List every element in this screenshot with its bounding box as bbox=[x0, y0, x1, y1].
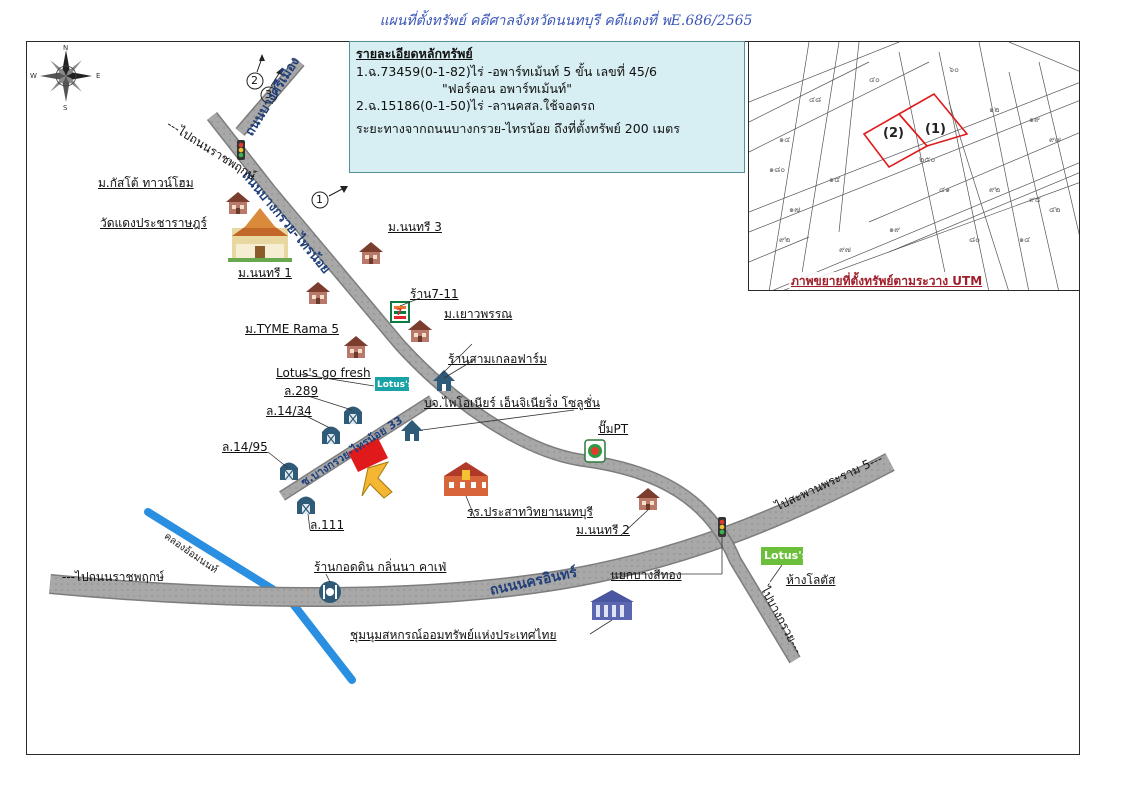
coop-building-icon bbox=[590, 590, 634, 620]
lotus-mall-badge-text: Lotus's bbox=[764, 549, 809, 562]
property-detail-box: รายละเอียดหลักทรัพย์ 1.ฉ.73459(0-1-82)ไร… bbox=[349, 41, 745, 173]
svg-text:๑๒: ๑๒ bbox=[989, 105, 999, 114]
property-marker bbox=[348, 438, 388, 472]
place-school: รร.ประสาทวิทยานนทบุรี bbox=[467, 505, 593, 519]
traffic-light-icon bbox=[718, 517, 726, 537]
house-icon bbox=[359, 242, 383, 264]
svg-text:๒๕๐: ๒๕๐ bbox=[919, 155, 935, 164]
lotus-mall-badge bbox=[761, 547, 803, 565]
inset-map-canvas: ๔๐๔๘๖๐ ๑๒๑๙๙๗ ๑๗๑๔๙๒ ๙๗๑๙๔๑ ๙๒๙๕๔๒ ๘๐๑๔๑… bbox=[749, 42, 1079, 290]
seven-eleven-icon bbox=[390, 301, 410, 323]
detail-item-2: 2.ฉ.15186(0-1-50)ไร่ -ลานคสล.ใช้จอดรถ bbox=[356, 98, 595, 113]
route-number-3: 3 bbox=[265, 88, 272, 101]
place-tyme: ม.TYME Rama 5 bbox=[245, 322, 340, 336]
route-circle-2 bbox=[246, 72, 264, 90]
place-l111: ล.111 bbox=[310, 518, 345, 532]
compass-west: W bbox=[30, 72, 37, 80]
route-circle-3 bbox=[260, 86, 278, 104]
svg-text:๘๐: ๘๐ bbox=[969, 235, 980, 244]
place-lotus-go-fresh: Lotus's go fresh bbox=[276, 366, 371, 380]
place-coop: ชุมนุมสหกรณ์ออมทรัพย์แห่งประเทศไทย bbox=[350, 628, 557, 642]
svg-text:๔๐: ๔๐ bbox=[869, 75, 880, 84]
place-lotus-mall: ห้างโลตัส bbox=[786, 573, 836, 587]
barn-icon bbox=[343, 405, 363, 425]
barn-icon bbox=[296, 495, 316, 515]
compass-east: E bbox=[96, 72, 101, 80]
place-seven-eleven: ร้าน7-11 bbox=[410, 287, 459, 301]
detail-item-1: 1.ฉ.73459(0-1-82)ไร่ -อพาร์ทเม้นท์ 5 ขั้… bbox=[356, 64, 657, 79]
svg-text:๙๒: ๙๒ bbox=[779, 235, 790, 244]
detail-item-1-name: "ฟอร์คอน อพาร์ทเม้นท์" bbox=[442, 81, 572, 96]
place-pioneer: บจ.ไพโอเนียร์ เอ็นจิเนียริ่ง โซลูชั่น bbox=[424, 396, 600, 410]
compass-south: S bbox=[63, 104, 68, 112]
lotus-go-fresh-badge-text: Lotus's bbox=[377, 380, 414, 390]
place-l1495: ล.14/95 bbox=[222, 440, 268, 454]
pt-station-icon bbox=[584, 439, 606, 463]
compass-rose-icon bbox=[40, 50, 92, 102]
svg-text:๙๗: ๙๗ bbox=[839, 245, 851, 254]
svg-text:๔๑: ๔๑ bbox=[939, 185, 950, 194]
svg-text:๔๘: ๔๘ bbox=[809, 95, 821, 104]
inset-cadastral-map: ๔๐๔๘๖๐ ๑๒๑๙๙๗ ๑๗๑๔๙๒ ๙๗๑๙๔๑ ๙๒๙๕๔๒ ๘๐๑๔๑… bbox=[748, 41, 1080, 291]
place-samkler-farm: ร้านสามเกลอฟาร์ม bbox=[448, 352, 547, 366]
house-icon bbox=[226, 192, 250, 214]
house-icon bbox=[408, 320, 432, 342]
svg-text:๖๐: ๖๐ bbox=[949, 65, 959, 74]
svg-text:๑๔: ๑๔ bbox=[779, 135, 790, 144]
svg-text:๑๗: ๑๗ bbox=[789, 205, 800, 214]
compass-north: N bbox=[63, 44, 69, 52]
route-number-1: 1 bbox=[316, 193, 323, 206]
place-kasto: ม.กัสโต้ ทาวน์โฮม bbox=[98, 176, 194, 190]
inset-plot-2-label: (2) bbox=[883, 126, 904, 141]
temple-icon bbox=[228, 208, 292, 262]
place-l1434: ล.14/34 bbox=[266, 404, 312, 418]
svg-text:๔๒: ๔๒ bbox=[1049, 205, 1060, 214]
detail-distance: ระยะทางจากถนนบางกรวย-ไทรน้อย ถึงที่ตั้งท… bbox=[356, 121, 680, 136]
house-icon bbox=[306, 282, 330, 304]
house-icon bbox=[344, 336, 368, 358]
seven-eleven-badge-text: 7 bbox=[396, 308, 403, 318]
inset-plot-1 bbox=[897, 92, 969, 147]
place-nonthree-1: ม.นนทรี 1 bbox=[238, 266, 292, 280]
place-cafe: ร้านกอดดิน กลิ่นนา คาเฟ่ bbox=[314, 560, 447, 574]
place-pt-station: ปั๊มPT bbox=[598, 422, 629, 436]
place-l289: ล.289 bbox=[284, 384, 319, 398]
barn-icon bbox=[321, 425, 341, 445]
svg-text:๑๔: ๑๔ bbox=[1019, 235, 1030, 244]
cafe-icon bbox=[319, 581, 341, 603]
inset-plot-1-label: (1) bbox=[925, 122, 946, 137]
svg-text:๑๙: ๑๙ bbox=[1029, 115, 1040, 124]
svg-text:๑๙: ๑๙ bbox=[889, 225, 900, 234]
place-wat-daeng: วัดแดงประชาราษฎร์ bbox=[100, 216, 207, 230]
detail-title: รายละเอียดหลักทรัพย์ bbox=[356, 46, 473, 61]
route-number-2: 2 bbox=[251, 74, 258, 87]
inset-caption: ภาพขยายที่ตั้งทรัพย์ตามระวาง UTM bbox=[789, 272, 985, 290]
house-icon bbox=[636, 488, 660, 510]
map-header-handwritten: แผนที่ตั้งทรัพย์ คดีศาลจังหวัดนนทบุรี คด… bbox=[379, 13, 753, 29]
traffic-light-icon bbox=[237, 140, 245, 160]
place-nonthree-2: ม.นนทรี 2 bbox=[576, 523, 630, 537]
svg-text:๑๔: ๑๔ bbox=[829, 175, 840, 184]
svg-text:๙๒: ๙๒ bbox=[989, 185, 1000, 194]
barn-icon bbox=[279, 461, 299, 481]
place-nonthree-3: ม.นนทรี 3 bbox=[388, 220, 442, 234]
lotus-go-fresh-badge bbox=[375, 377, 409, 391]
direction-to-ratchaphruek-bottom: ---ไปถนนราชพฤกษ์ bbox=[62, 570, 164, 584]
place-yaowaphan: ม.เยาวพรรณ bbox=[444, 307, 513, 321]
location-arrow bbox=[361, 461, 393, 499]
svg-text:๙๕: ๙๕ bbox=[1029, 195, 1041, 204]
school-icon bbox=[444, 462, 488, 496]
svg-text:๙๗: ๙๗ bbox=[1049, 135, 1061, 144]
place-yaek-bangsithong: แยกบางสีทอง bbox=[611, 568, 682, 582]
svg-text:๑๘๐: ๑๘๐ bbox=[769, 165, 785, 174]
route-circle-1 bbox=[311, 191, 329, 209]
